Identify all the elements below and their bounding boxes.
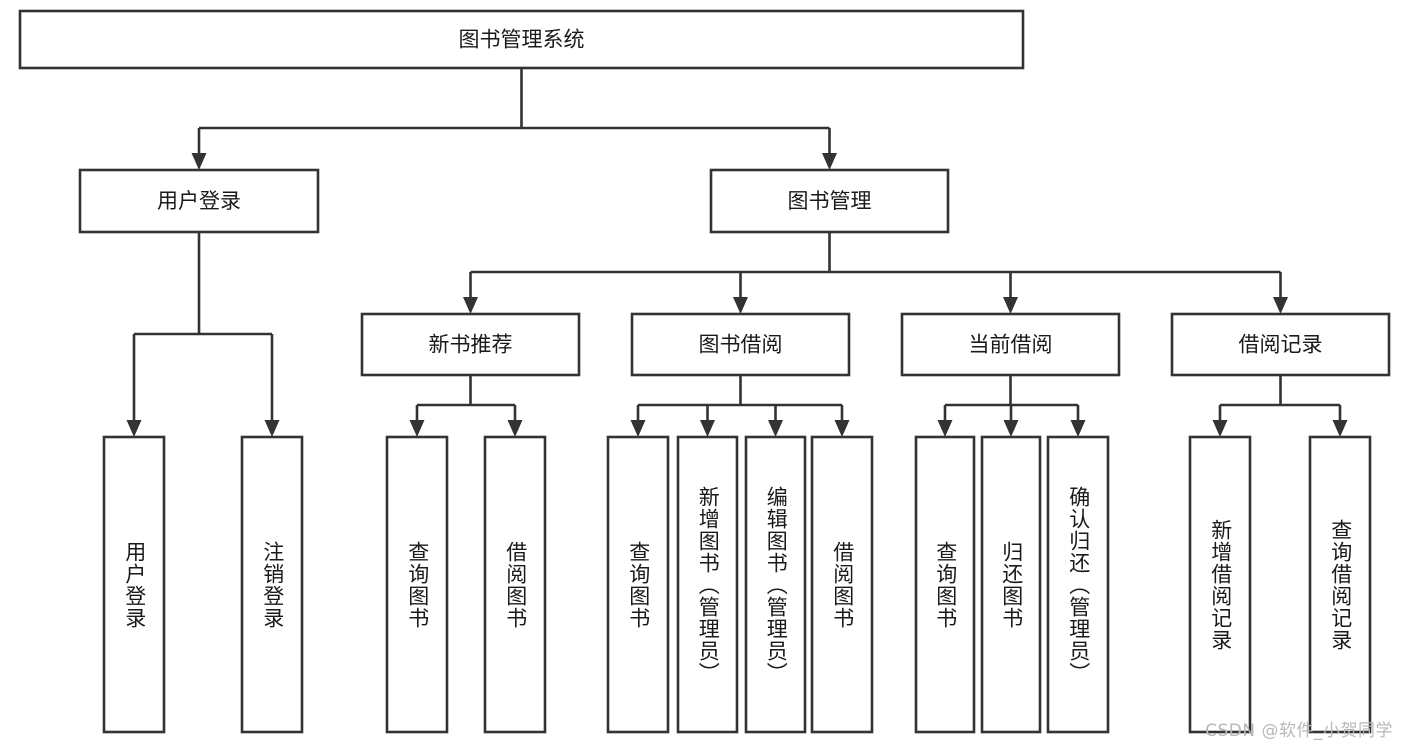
node-box-user_login[interactable] xyxy=(78,168,320,234)
arrowhead-leaf_logout xyxy=(264,420,280,437)
arrowhead-book_borrow xyxy=(733,297,748,314)
arrowhead-user_login xyxy=(191,153,207,170)
arrowhead-current_borrow xyxy=(1003,297,1018,314)
arrowhead-leaf_borrow_book xyxy=(834,420,850,437)
arrowhead-leaf_query_record xyxy=(1332,420,1348,437)
node-label-current_borrow: 当前借阅 xyxy=(969,333,1053,357)
arrowhead-leaf_add_book xyxy=(700,420,715,437)
node-box-current_borrow[interactable] xyxy=(900,312,1121,377)
arrowhead-leaf_return_book xyxy=(1003,420,1019,437)
arrowhead-leaf_query_book xyxy=(630,420,646,437)
arrowhead-new_book_rec xyxy=(463,297,478,314)
boxes-layer xyxy=(18,9,1391,734)
node-box-leaf_query_record[interactable] xyxy=(1308,435,1372,734)
node-box-leaf_borrow_book_rec[interactable] xyxy=(483,435,547,734)
node-box-leaf_edit_book[interactable] xyxy=(744,435,807,734)
node-box-leaf_add_book[interactable] xyxy=(676,435,739,734)
node-box-leaf_user_login[interactable] xyxy=(102,435,166,734)
arrowhead-leaf_query_book_rec xyxy=(409,420,425,437)
node-box-leaf_query_book_cur[interactable] xyxy=(914,435,976,734)
node-box-leaf_add_record[interactable] xyxy=(1188,435,1252,734)
node-box-leaf_query_book[interactable] xyxy=(606,435,670,734)
node-box-leaf_borrow_book[interactable] xyxy=(810,435,874,734)
arrowhead-leaf_user_login xyxy=(126,420,142,437)
node-label-book_manage: 图书管理 xyxy=(788,189,872,213)
arrowhead-leaf_edit_book xyxy=(768,420,783,437)
connectors-layer xyxy=(126,68,1348,437)
arrowhead-leaf_add_record xyxy=(1212,420,1228,437)
node-box-leaf_confirm_return[interactable] xyxy=(1046,435,1110,734)
node-box-new_book_rec[interactable] xyxy=(360,312,581,377)
arrowhead-book_manage xyxy=(822,153,837,170)
node-label-new_book_rec: 新书推荐 xyxy=(429,333,513,357)
arrowhead-borrow_record xyxy=(1273,297,1288,314)
node-label-user_login: 用户登录 xyxy=(157,189,241,213)
arrowhead-leaf_query_book_cur xyxy=(937,420,953,437)
arrowhead-leaf_confirm_return xyxy=(1070,420,1086,437)
node-box-book_borrow[interactable] xyxy=(630,312,851,377)
arrowhead-leaf_borrow_book_rec xyxy=(507,420,523,437)
node-box-borrow_record[interactable] xyxy=(1170,312,1391,377)
node-box-leaf_query_book_rec[interactable] xyxy=(385,435,449,734)
node-box-leaf_logout[interactable] xyxy=(240,435,304,734)
node-box-root[interactable] xyxy=(18,9,1025,70)
node-box-book_manage[interactable] xyxy=(709,168,950,234)
node-label-root: 图书管理系统 xyxy=(459,28,585,52)
node-label-book_borrow: 图书借阅 xyxy=(699,333,783,357)
watermark-text: CSDN @软件_小贺同学 xyxy=(1205,721,1393,741)
node-box-leaf_return_book[interactable] xyxy=(980,435,1042,734)
node-label-borrow_record: 借阅记录 xyxy=(1239,333,1323,357)
